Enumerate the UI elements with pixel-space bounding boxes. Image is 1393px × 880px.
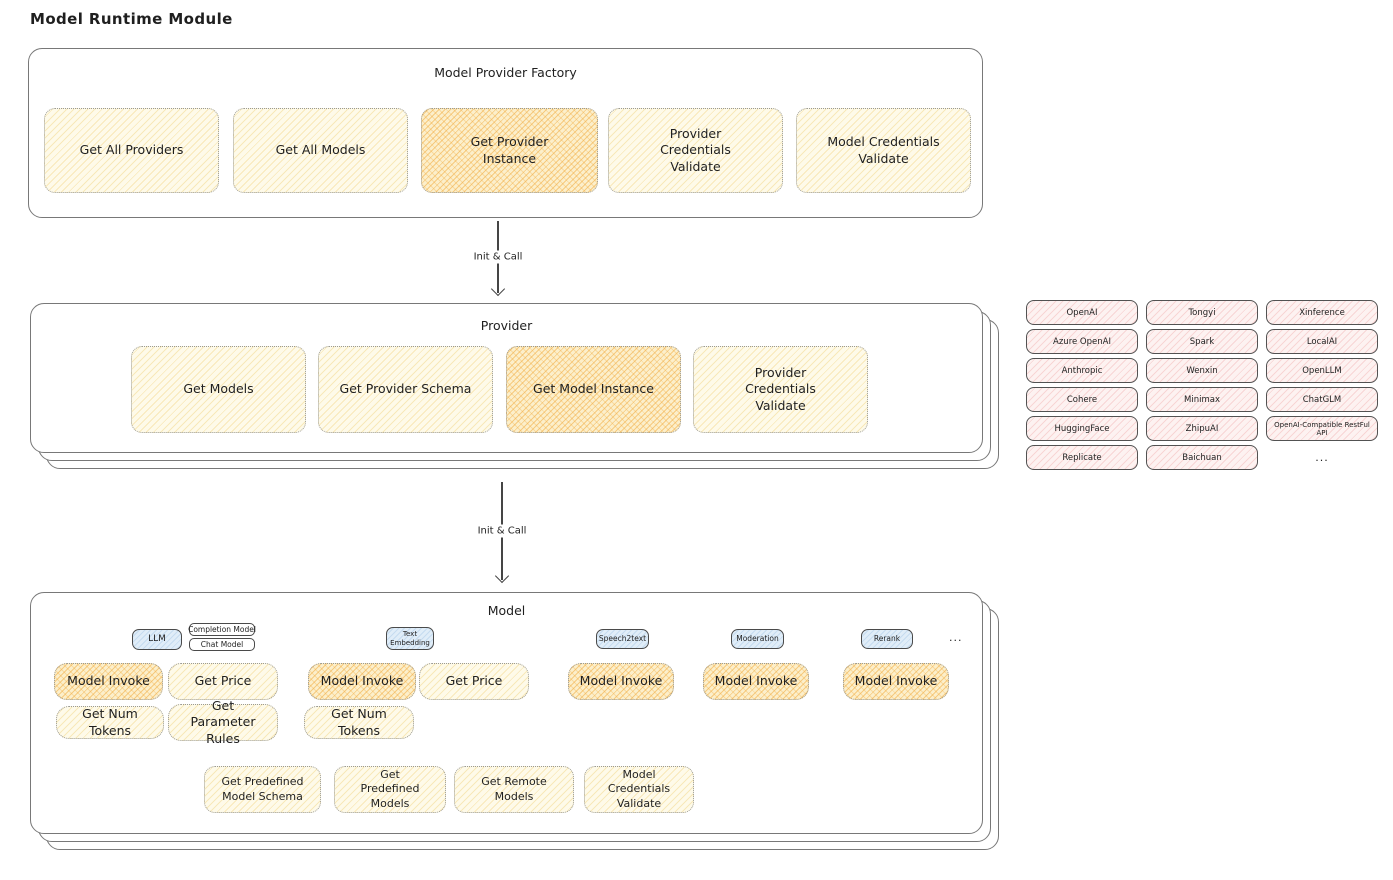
provider-pill-openai: OpenAI — [1026, 300, 1138, 325]
provider-list-ellipsis: ... — [1315, 451, 1329, 464]
tab-completion-model: Completion Model — [188, 623, 256, 636]
op-model-credentials-validate-2: Model Credentials Validate — [584, 766, 694, 813]
op-provider-credentials-validate: Provider Credentials Validate — [608, 108, 783, 193]
provider-pill-cohere: Cohere — [1026, 387, 1138, 412]
op-get-all-providers: Get All Providers — [44, 108, 219, 193]
provider-panel: Provider Get Models Get Provider Schema … — [30, 303, 983, 453]
arrow-label: Init & Call — [472, 524, 532, 538]
op-get-predefined-model-schema: Get Predefined Model Schema — [204, 766, 321, 813]
provider-title: Provider — [480, 318, 533, 333]
op-moderation-model-invoke: Model Invoke — [703, 663, 809, 700]
provider-pill-openai-compatible: OpenAI-Compatible RestFul API — [1266, 416, 1378, 441]
op-llm-get-parameter-rules: Get Parameter Rules — [168, 698, 278, 746]
provider-pill-xinference: Xinference — [1266, 300, 1378, 325]
provider-pill-localai: LocalAI — [1266, 329, 1378, 354]
provider-pill-anthropic: Anthropic — [1026, 358, 1138, 383]
op-rerank-model-invoke: Model Invoke — [843, 663, 949, 700]
op-speech2text-model-invoke: Model Invoke — [568, 663, 674, 700]
model-panel: Model LLM Completion Model Chat Model Te… — [30, 592, 983, 834]
op-llm-get-num-tokens: Get Num Tokens — [56, 706, 164, 739]
op-llm-model-invoke: Model Invoke — [54, 663, 163, 700]
provider-pill-minimax: Minimax — [1146, 387, 1258, 412]
provider-pill-huggingface: HuggingFace — [1026, 416, 1138, 441]
provider-pill-wenxin: Wenxin — [1146, 358, 1258, 383]
tab-speech2text: Speech2text — [596, 629, 649, 649]
model-title: Model — [487, 603, 526, 618]
arrow-down-icon — [494, 568, 509, 584]
tab-text-embedding: Text Embedding — [386, 627, 434, 650]
provider-pill-spark: Spark — [1146, 329, 1258, 354]
op-embedding-get-num-tokens: Get Num Tokens — [304, 706, 414, 739]
provider-pill-chatglm: ChatGLM — [1266, 387, 1378, 412]
provider-pill-azure-openai: Azure OpenAI — [1026, 329, 1138, 354]
provider-pill-replicate: Replicate — [1026, 445, 1138, 470]
arrow-label: Init & Call — [468, 250, 528, 264]
op-get-provider-instance: Get Provider Instance — [421, 108, 598, 193]
tab-llm: LLM — [132, 629, 182, 650]
arrow-down-icon — [490, 281, 505, 297]
factory-title: Model Provider Factory — [434, 65, 577, 80]
op-provider-credentials-validate-2: Provider Credentials Validate — [693, 346, 868, 433]
op-embedding-get-price: Get Price — [419, 663, 529, 700]
factory-panel: Model Provider Factory Get All Providers… — [28, 48, 983, 218]
tab-chat-model: Chat Model — [189, 638, 255, 651]
tab-rerank: Rerank — [861, 629, 913, 649]
op-llm-get-price: Get Price — [168, 663, 278, 700]
model-tabs-ellipsis: ... — [949, 631, 963, 644]
provider-pill-baichuan: Baichuan — [1146, 445, 1258, 470]
op-get-all-models: Get All Models — [233, 108, 408, 193]
tab-moderation: Moderation — [731, 629, 784, 649]
provider-list-grid: OpenAI Tongyi Xinference Azure OpenAI Sp… — [1026, 300, 1378, 470]
provider-pill-tongyi: Tongyi — [1146, 300, 1258, 325]
op-get-predefined-models: Get Predefined Models — [334, 766, 446, 813]
provider-pill-zhipuai: ZhipuAI — [1146, 416, 1258, 441]
op-get-models: Get Models — [131, 346, 306, 433]
op-get-provider-schema: Get Provider Schema — [318, 346, 493, 433]
provider-pill-openllm: OpenLLM — [1266, 358, 1378, 383]
op-get-model-instance: Get Model Instance — [506, 346, 681, 433]
page-title: Model Runtime Module — [30, 10, 233, 28]
op-model-credentials-validate: Model Credentials Validate — [796, 108, 971, 193]
op-embedding-model-invoke: Model Invoke — [308, 663, 416, 700]
op-get-remote-models: Get Remote Models — [454, 766, 574, 813]
